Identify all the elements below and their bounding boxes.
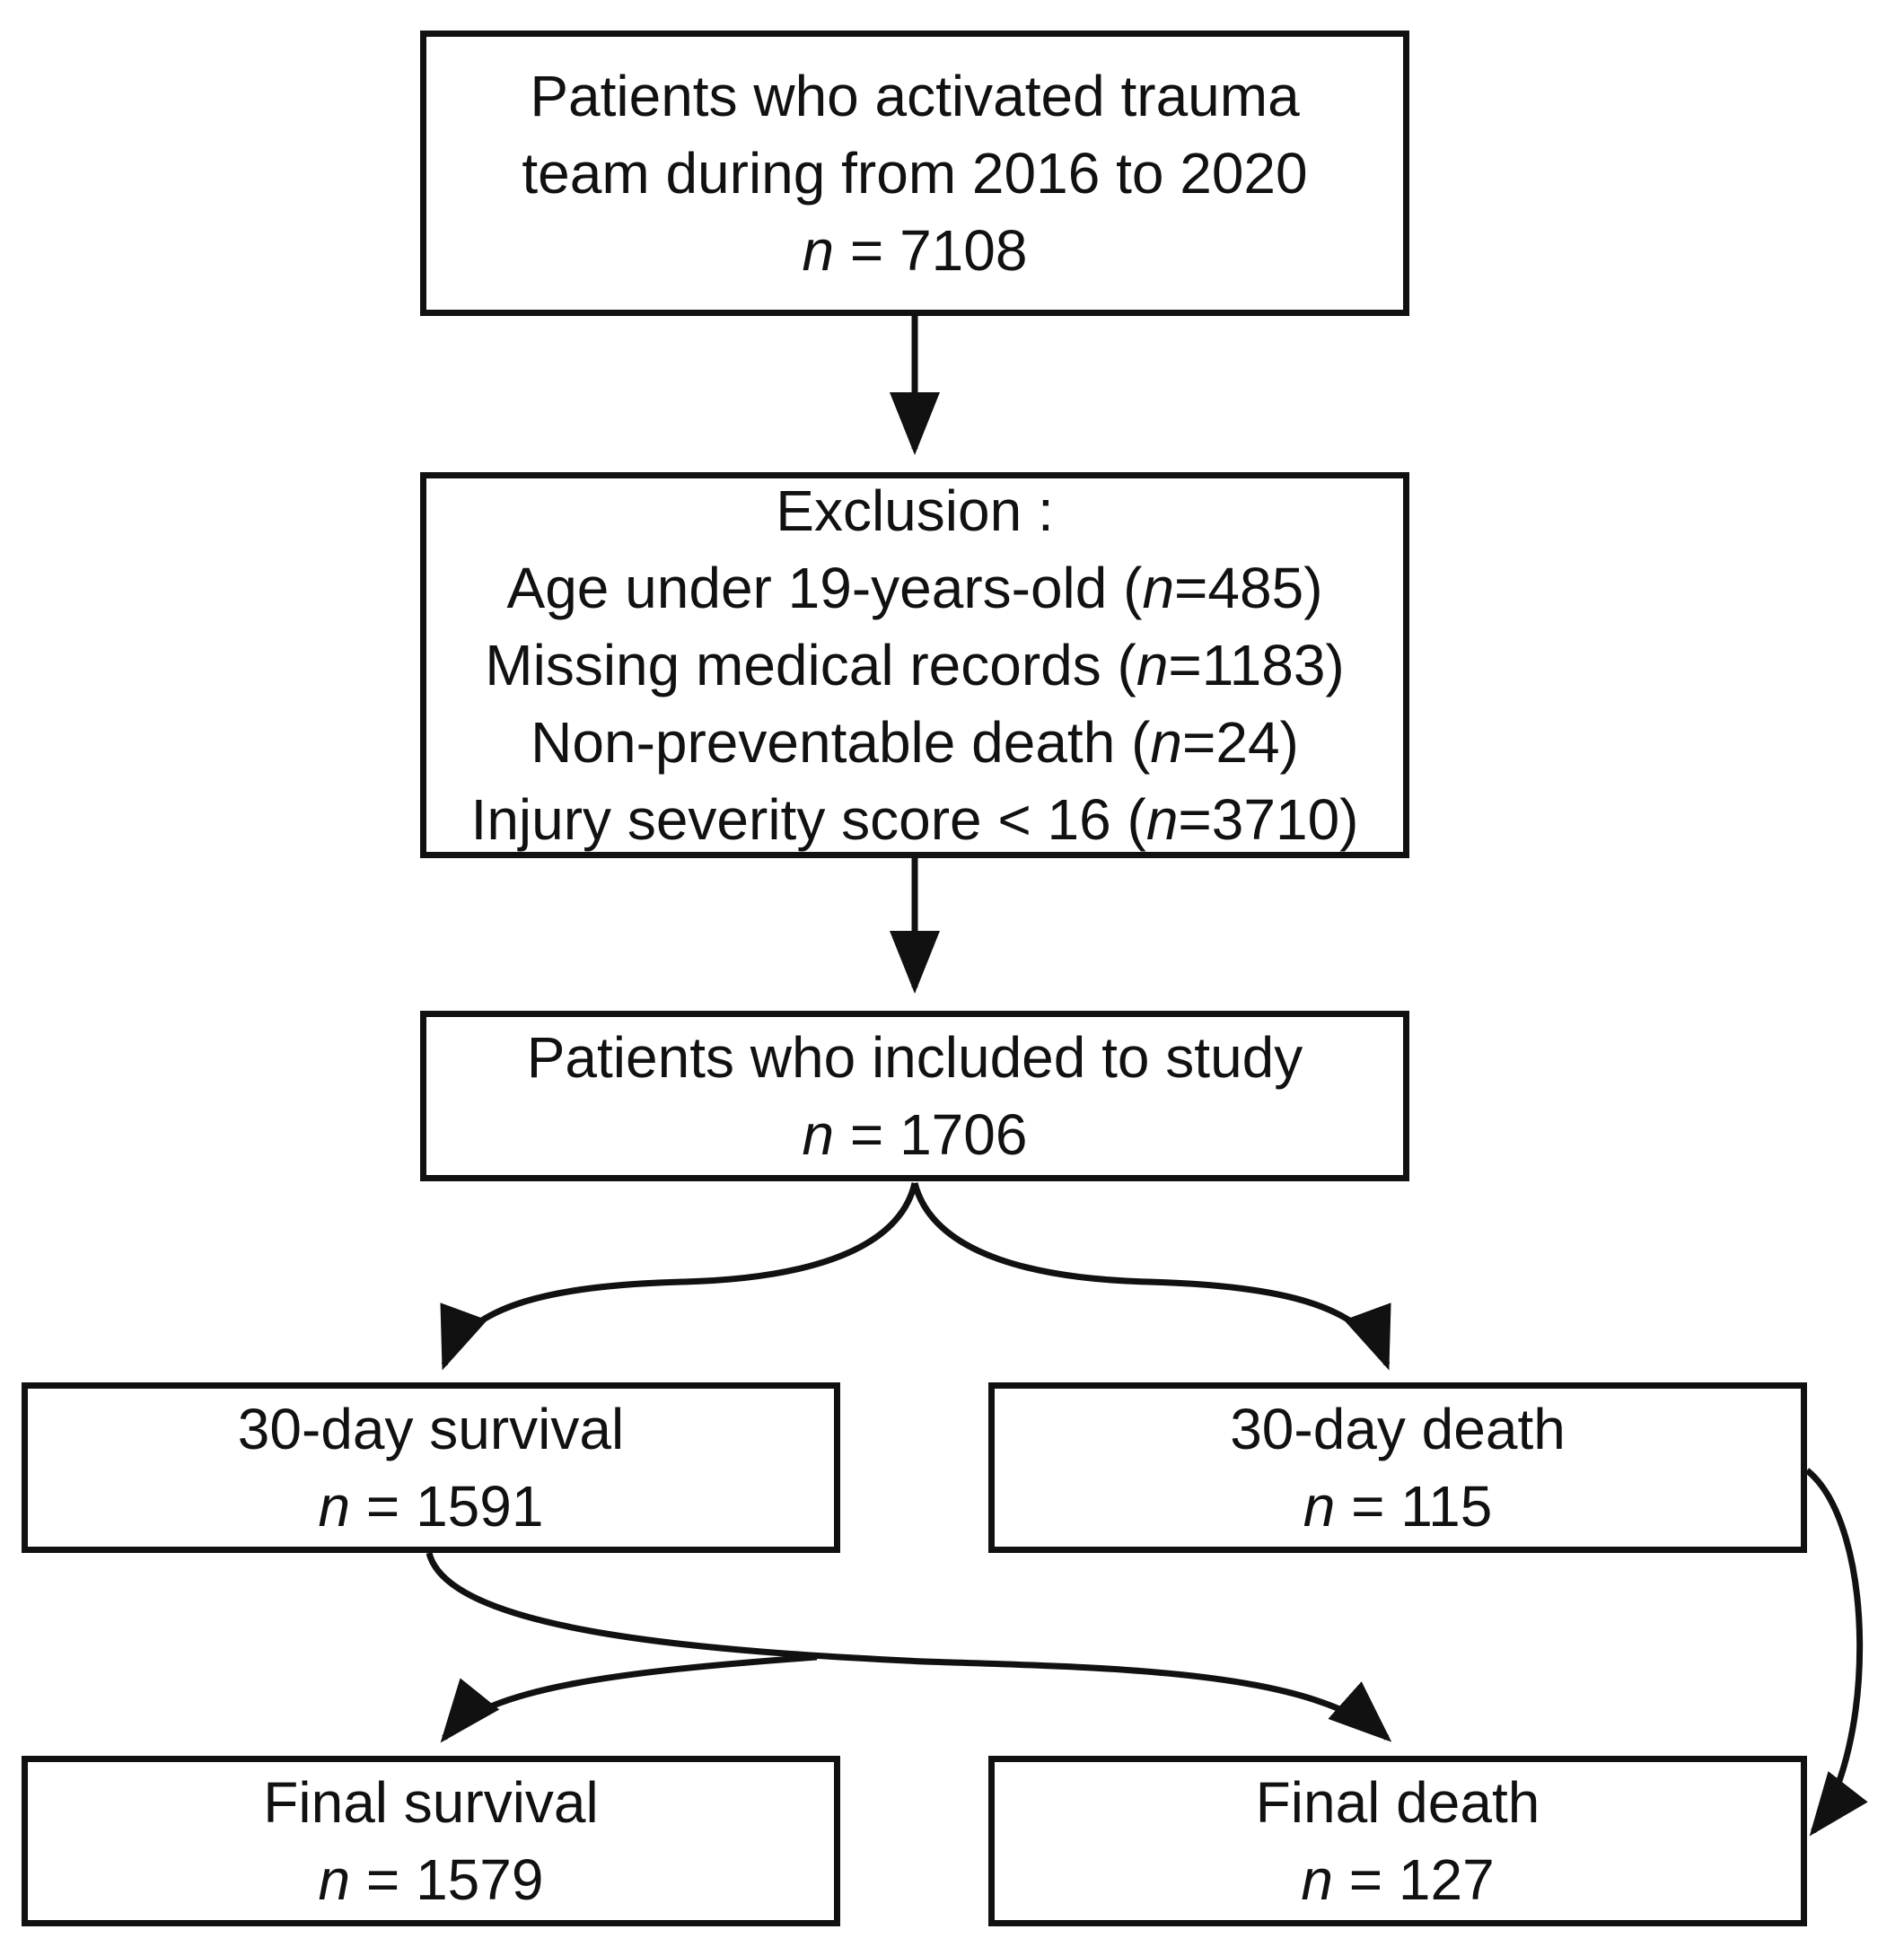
death-30day-label: 30-day death [1230,1397,1566,1461]
included-count: n = 1706 [802,1102,1028,1167]
final-survival-label: Final survival [263,1770,599,1835]
arrow-included-to-30day-survival [440,1182,918,1371]
exclusion-item-age: Age under 19-years-old (n=485) [506,556,1323,620]
box-included-patients: Patients who included to study n = 1706 [420,1011,1409,1181]
start-line-1: Patients who activated trauma [530,64,1300,128]
arrow-30day-survival-to-final-death [426,1552,1392,1742]
final-death-count: n = 127 [1301,1847,1495,1912]
final-survival-count: n = 1579 [318,1847,544,1912]
start-count: n = 7108 [802,218,1028,283]
arrow-30day-death-to-final-death [1804,1468,1868,1837]
exclusion-item-missing-records: Missing medical records (n=1183) [485,633,1345,697]
final-death-label: Final death [1255,1770,1540,1835]
arrow-30day-survival-to-final-survival [440,1653,818,1743]
survival-30day-label: 30-day survival [237,1397,625,1461]
exclusion-item-injury-severity: Injury severity score < 16 (n=3710) [470,787,1359,852]
box-final-survival: Final survival n = 1579 [22,1756,840,1926]
box-final-death: Final death n = 127 [988,1756,1807,1926]
exclusion-heading: Exclusion : [776,478,1054,543]
start-line-2: team during from 2016 to 2020 [522,141,1308,206]
death-30day-count: n = 115 [1303,1474,1493,1539]
box-30day-survival: 30-day survival n = 1591 [22,1382,840,1553]
exclusion-item-non-preventable-death: Non-preventable death (n=24) [531,710,1299,775]
arrow-included-to-30day-death [911,1182,1391,1371]
box-trauma-activation: Patients who activated trauma team durin… [420,31,1409,316]
box-exclusion: Exclusion : Age under 19-years-old (n=48… [420,472,1409,858]
survival-30day-count: n = 1591 [318,1474,544,1539]
included-label: Patients who included to study [526,1025,1303,1090]
box-30day-death: 30-day death n = 115 [988,1382,1807,1553]
